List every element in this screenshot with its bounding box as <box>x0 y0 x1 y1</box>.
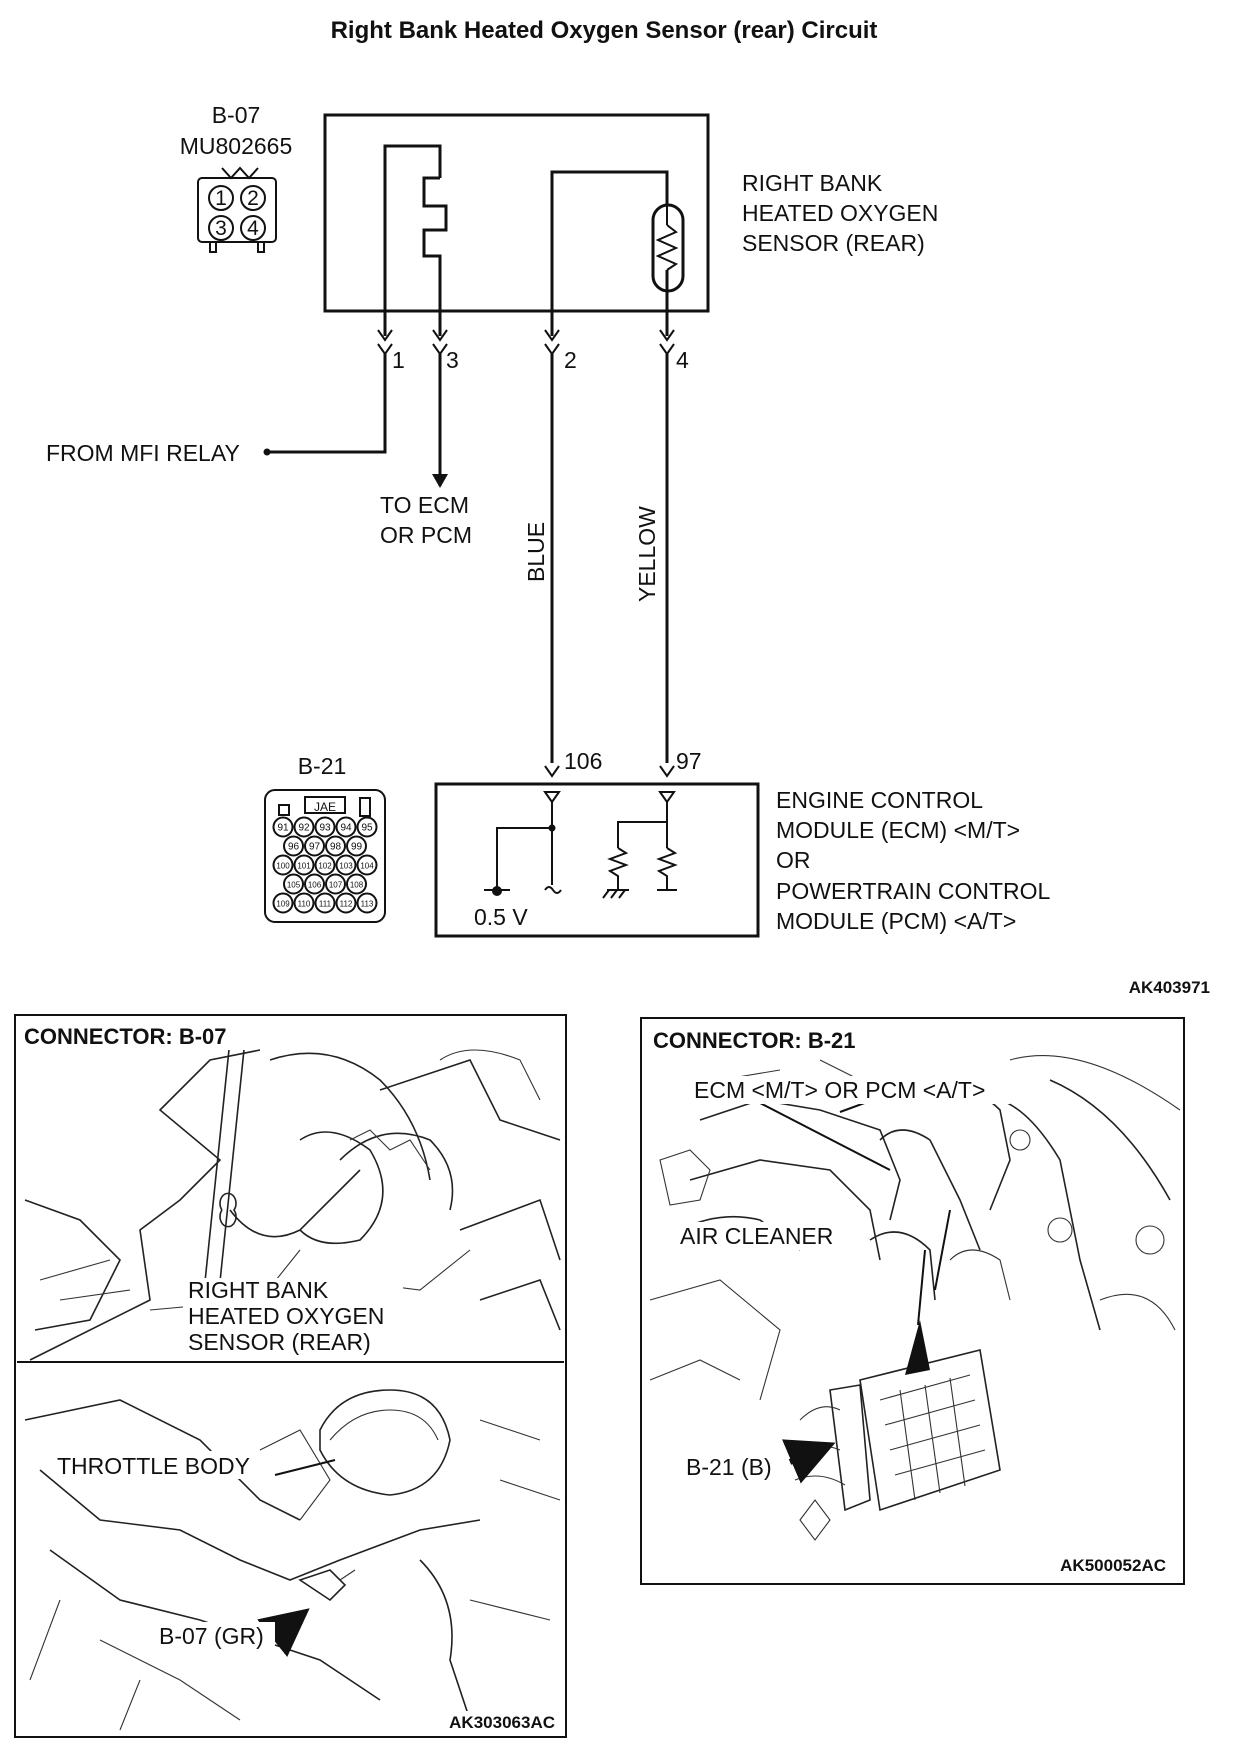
b21-pin-circle <box>356 854 378 876</box>
b21-pin-circle <box>346 873 367 895</box>
b21-badge: JAE <box>314 800 336 814</box>
circuit-wires <box>263 354 669 763</box>
to-ecm-label-1: TO ECM <box>380 492 469 518</box>
b07-location-callout: B-07 (GR) <box>159 1623 264 1649</box>
b21-pin-circle <box>335 854 357 876</box>
ecm-label-2: MODULE (ECM) <M/T> <box>776 817 1020 843</box>
b21-pin-106: 106 <box>308 881 322 890</box>
left-panel-heading: CONNECTOR: B-07 <box>24 1024 227 1049</box>
b21-pin-circle <box>304 873 325 895</box>
left-sensor-callout-2: HEATED OXYGEN <box>188 1303 384 1329</box>
b21-pin-circle <box>293 892 315 914</box>
b21-pin-98: 98 <box>330 842 342 853</box>
wire-color-yellow: YELLOW <box>634 506 660 602</box>
ecm-label-4: POWERTRAIN CONTROL <box>776 878 1051 904</box>
b21-pin-circle <box>314 892 336 914</box>
b21-pin-112: 112 <box>340 900 353 909</box>
b21-pin-96: 96 <box>288 842 300 853</box>
sensor-label-line3: SENSOR (REAR) <box>742 230 925 256</box>
b21-pin-102: 102 <box>318 862 332 871</box>
b21-pin-108: 108 <box>350 881 364 890</box>
b21-pin-circle <box>325 835 346 857</box>
b21-location-callout: B-21 (B) <box>686 1454 772 1480</box>
b21-pin-111: 111 <box>319 900 332 909</box>
b21-connector-icon: B-21 JAE 91 92 93 94 95 96 97 98 99 100 101 102 103 1… <box>264 753 386 923</box>
from-mfi-relay-label: FROM MFI RELAY <box>46 440 240 466</box>
right-panel-code: AK500052AC <box>1060 1556 1166 1575</box>
voltage-label: 0.5 V <box>474 904 528 930</box>
b21-pin-circle <box>335 816 357 838</box>
left-panel-code: AK303063AC <box>449 1713 555 1732</box>
b21-pin-circle <box>283 873 304 895</box>
right-panel-heading: CONNECTOR: B-21 <box>653 1028 856 1053</box>
b07-pin-3: 3 <box>215 217 227 240</box>
ecm-label-5: MODULE (PCM) <A/T> <box>776 908 1016 934</box>
b21-pin-circle <box>272 854 294 876</box>
diagram-title: Right Bank Heated Oxygen Sensor (rear) C… <box>331 17 878 44</box>
b21-pin-107: 107 <box>329 881 343 890</box>
b21-pin-circle <box>272 892 294 914</box>
sensor-label-line1: RIGHT BANK <box>742 170 883 196</box>
sensor-terminal-marks <box>377 329 675 356</box>
b21-pin-circle <box>272 816 294 838</box>
b21-pin-circle <box>356 816 378 838</box>
ecm-terminal-97: 97 <box>676 748 702 774</box>
wire-color-blue: BLUE <box>523 522 549 582</box>
b07-pin-4: 4 <box>247 217 259 240</box>
b21-pin-99: 99 <box>351 842 363 853</box>
b07-pin-2: 2 <box>247 187 259 210</box>
air-cleaner-label: AIR CLEANER <box>680 1223 833 1249</box>
b21-pin-circle <box>304 835 325 857</box>
left-sensor-callout-1: RIGHT BANK <box>188 1277 329 1303</box>
throttle-body-label: THROTTLE BODY <box>57 1453 250 1479</box>
b07-connector-icon: B-07 MU802665 1 2 3 4 <box>180 102 293 253</box>
b21-pin-circle <box>283 835 304 857</box>
b21-pin-circle <box>293 854 315 876</box>
b07-part-label: MU802665 <box>180 133 293 159</box>
b21-pin-92: 92 <box>298 823 310 834</box>
engine-bay-illustration-bottom <box>24 1389 561 1731</box>
ecm-terminal-106: 106 <box>564 748 602 774</box>
ecm-terminal-marks <box>544 765 675 778</box>
terminal-1: 1 <box>392 347 405 373</box>
b21-pin-93: 93 <box>319 823 331 834</box>
b21-pin-103: 103 <box>339 862 353 871</box>
b21-pin-109: 109 <box>276 900 290 909</box>
b21-pin-94: 94 <box>340 823 352 834</box>
b07-id-label: B-07 <box>212 102 261 128</box>
ecm-label-3: OR <box>776 847 811 873</box>
b21-pin-circle <box>314 854 336 876</box>
b21-pin-113: 113 <box>361 900 374 909</box>
b21-pin-circle <box>314 816 336 838</box>
sensor-label-line2: HEATED OXYGEN <box>742 200 938 226</box>
b21-id-label: B-21 <box>298 753 347 779</box>
b21-pin-110: 110 <box>298 900 311 909</box>
ecm-label-1: ENGINE CONTROL <box>776 787 983 813</box>
b21-pin-104: 104 <box>360 862 374 871</box>
oxygen-sensor-block <box>323 113 710 336</box>
b21-pin-105: 105 <box>287 881 301 890</box>
b21-pin-101: 101 <box>297 862 311 871</box>
ecm-block <box>434 782 760 938</box>
figure-code-top: AK403971 <box>1129 978 1210 997</box>
b21-pin-100: 100 <box>276 862 290 871</box>
ecm-module-illustration <box>789 1349 1001 1541</box>
b07-pin-1: 1 <box>215 187 227 210</box>
b21-pin-circle <box>335 892 357 914</box>
terminal-2: 2 <box>564 347 577 373</box>
left-sensor-callout-3: SENSOR (REAR) <box>188 1329 371 1355</box>
b21-pin-circle <box>325 873 346 895</box>
terminal-4: 4 <box>676 347 689 373</box>
b21-pin-91: 91 <box>277 823 289 834</box>
b21-pin-97: 97 <box>309 842 321 853</box>
ecm-location-callout: ECM <M/T> OR PCM <A/T> <box>694 1077 985 1103</box>
b21-pin-circle <box>293 816 315 838</box>
to-ecm-label-2: OR PCM <box>380 522 472 548</box>
b21-pin-circle <box>356 892 378 914</box>
terminal-3: 3 <box>446 347 459 373</box>
b21-pin-circle <box>346 835 367 857</box>
b21-pin-95: 95 <box>361 823 373 834</box>
left-connector-panel <box>14 1014 567 1738</box>
